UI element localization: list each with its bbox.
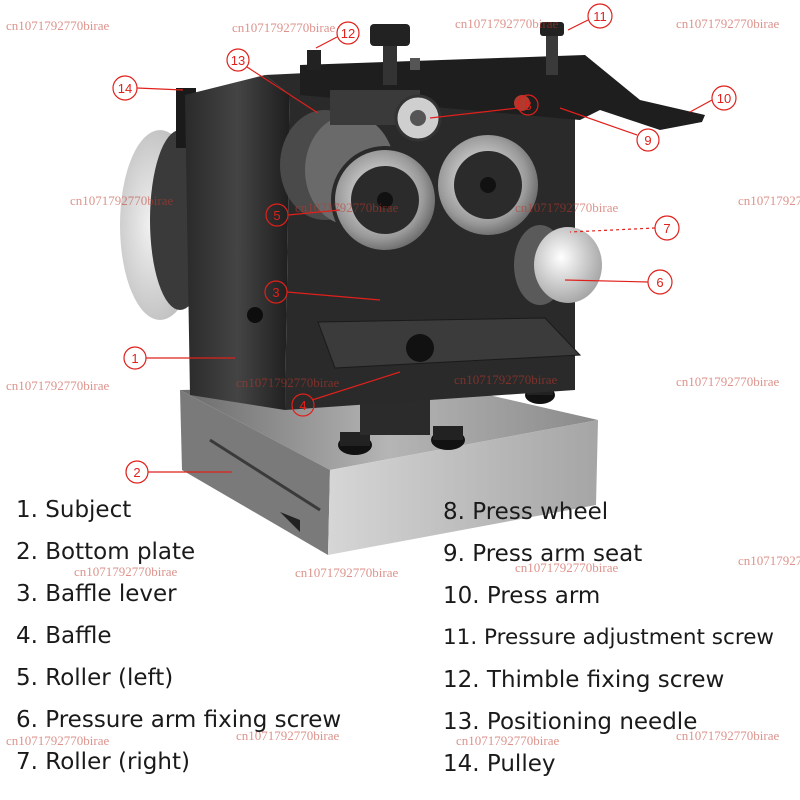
callout-number-5: 5 <box>273 208 280 223</box>
callout-13 <box>226 48 319 114</box>
watermark-text: cn1071792770birae <box>232 20 335 35</box>
press-arm <box>300 55 705 142</box>
watermark-text: cn1071792770birae <box>236 728 339 743</box>
callout-11 <box>567 3 613 31</box>
baffle <box>317 317 582 369</box>
watermarks: cn1071792770birae cn1071792770birae cn10… <box>6 16 800 748</box>
legend-item-4: 4. Baffle <box>16 623 112 649</box>
watermark-text: cn1071792770birae <box>295 565 398 580</box>
legend-item-12: 12. Thimble fixing screw <box>443 667 725 693</box>
watermark-text: cn1071792770birae <box>454 372 557 387</box>
pressure-knob <box>514 225 602 305</box>
legend-item-7: 7. Roller (right) <box>16 749 190 775</box>
watermark-text: cn1071792770birae <box>6 733 109 748</box>
callout-8 <box>429 94 539 119</box>
callout-number-13: 13 <box>231 53 245 68</box>
callout-4 <box>291 371 401 417</box>
callout-number-2: 2 <box>133 465 140 480</box>
watermark-text: cn1071792770birae <box>6 18 109 33</box>
callout-12 <box>315 21 360 49</box>
callout-number-7: 7 <box>663 221 670 236</box>
watermark-text: cn1071792770birae <box>738 553 800 568</box>
legend-item-11: 11. Pressure adjustment screw <box>443 625 775 650</box>
watermark-text: cn1071792770birae <box>455 16 558 31</box>
watermark-text: cn1071792770birae <box>676 728 779 743</box>
watermark-text: cn1071792770birae <box>70 193 173 208</box>
callout-6 <box>564 269 673 295</box>
callout-3 <box>264 280 381 304</box>
watermark-text: cn1071792770birae <box>236 375 339 390</box>
legend-item-3: 3. Baffle lever <box>16 581 177 607</box>
callout-labels: 1 2 3 4 5 6 7 8 9 10 11 12 13 14 <box>118 9 731 480</box>
callout-number-1: 1 <box>131 351 138 366</box>
legend-item-9: 9. Press arm seat <box>443 541 643 567</box>
rollers <box>280 110 542 254</box>
callout-1 <box>123 346 235 370</box>
legend-item-1: 1. Subject <box>16 497 132 523</box>
callout-number-11: 11 <box>593 9 607 24</box>
legend-item-14: 14. Pulley <box>443 751 556 777</box>
legend-item-5: 5. Roller (left) <box>16 665 174 691</box>
callout-10 <box>689 85 737 113</box>
screws <box>307 22 564 85</box>
callout-7 <box>569 215 680 241</box>
callout-9 <box>559 107 660 152</box>
watermark-text: cn1071792770birae <box>6 378 109 393</box>
watermark-text: cn1071792770birae <box>515 200 618 215</box>
callout-number-4: 4 <box>299 398 306 413</box>
callout-number-6: 6 <box>656 275 663 290</box>
watermark-text: cn1071792770birae <box>676 16 779 31</box>
callout-2 <box>125 460 232 484</box>
callout-number-9: 9 <box>644 133 651 148</box>
callout-number-12: 12 <box>341 26 355 41</box>
legend-item-6: 6. Pressure arm fixing screw <box>16 707 342 733</box>
callout-number-8: 8 <box>524 98 531 113</box>
watermark-text: cn1071792770birae <box>738 193 800 208</box>
callout-number-14: 14 <box>118 81 132 96</box>
watermark-text: cn1071792770birae <box>676 374 779 389</box>
callout-number-3: 3 <box>272 285 279 300</box>
legend-item-2: 2. Bottom plate <box>16 539 196 565</box>
watermark-text: cn1071792770birae <box>515 560 618 575</box>
callouts <box>112 3 737 484</box>
callout-14 <box>112 75 184 101</box>
watermark-text: cn1071792770birae <box>456 733 559 748</box>
watermark-text: cn1071792770birae <box>295 200 398 215</box>
legend-item-13: 13. Positioning needle <box>443 709 698 735</box>
callout-number-10: 10 <box>717 91 731 106</box>
callout-5 <box>265 203 341 227</box>
legend-item-10: 10. Press arm <box>443 583 601 609</box>
legend-item-8: 8. Press wheel <box>443 499 609 525</box>
watermark-text: cn1071792770birae <box>74 564 177 579</box>
